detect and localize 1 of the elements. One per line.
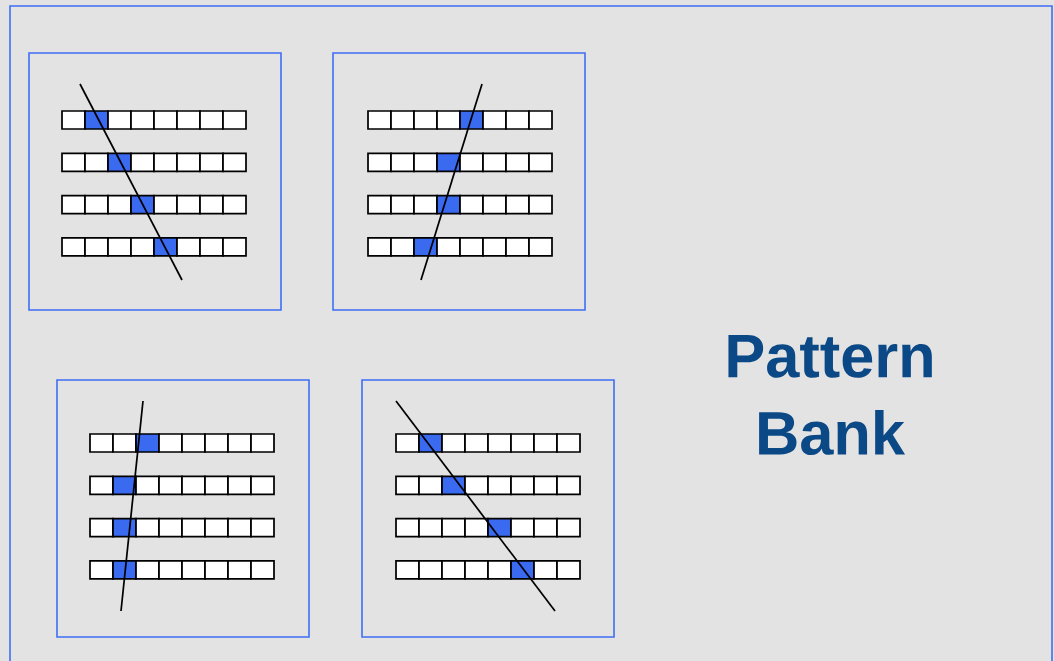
title: Pattern Bank — [728, 334, 932, 456]
